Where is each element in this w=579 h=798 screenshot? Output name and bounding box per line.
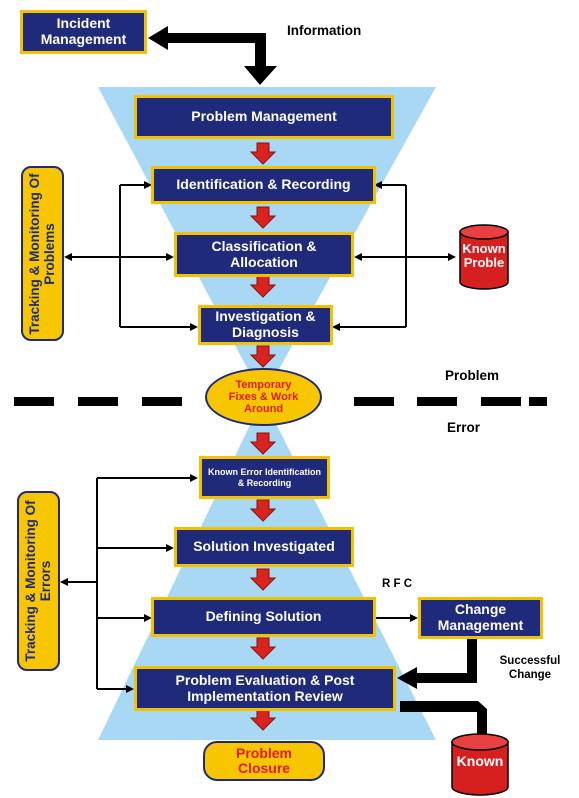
known-problem-database (459, 224, 509, 290)
problem-management-box: Problem Management (134, 95, 394, 139)
investigation-diagnosis-box: Investigation & Diagnosis (198, 305, 333, 345)
information-arrow (148, 26, 277, 85)
successful-change-arrow (397, 638, 477, 689)
temporary-fixes-ellipse: Temporary Fixes & Work Around (205, 368, 322, 426)
incident-management-box: Incident Management (20, 10, 147, 54)
classification-allocation-box: Classification & Allocation (174, 232, 354, 277)
problem-label: Problem (445, 368, 500, 383)
problem-closure-box: Problem Closure (203, 741, 325, 781)
flow-arrows (249, 142, 277, 731)
known-problem-label: Known Proble (462, 241, 506, 271)
identification-recording-box: Identification & Recording (151, 166, 376, 204)
known-problem-lines (332, 181, 456, 331)
tracking-errors-box: Tracking & Monitoring Of Errors (17, 491, 60, 671)
problem-tracking-lines (64, 181, 198, 331)
solution-investigated-box: Solution Investigated (174, 527, 354, 567)
known-error-label: Known (456, 753, 504, 769)
rfc-arrow (376, 614, 418, 622)
information-label: Information (287, 23, 362, 38)
rfc-label: R F C (382, 578, 413, 590)
known-error-database (451, 733, 509, 796)
error-tracking-lines (60, 474, 198, 693)
known-error-identification-box: Known Error Identification & Recording (199, 456, 330, 499)
error-label: Error (447, 420, 481, 435)
tracking-problems-box: Tracking & Monitoring Of Problems (21, 166, 64, 341)
tracking-problems-label: Tracking & Monitoring Of Problems (26, 172, 57, 335)
problem-evaluation-box: Problem Evaluation & Post Implementation… (134, 666, 396, 711)
change-management-box: Change Management (418, 597, 543, 639)
tracking-errors-label: Tracking & Monitoring Of Errors (22, 500, 53, 662)
defining-solution-box: Defining Solution (151, 597, 376, 637)
successful-change-label: Successful Change (499, 655, 561, 681)
problem-error-divider (14, 397, 547, 406)
